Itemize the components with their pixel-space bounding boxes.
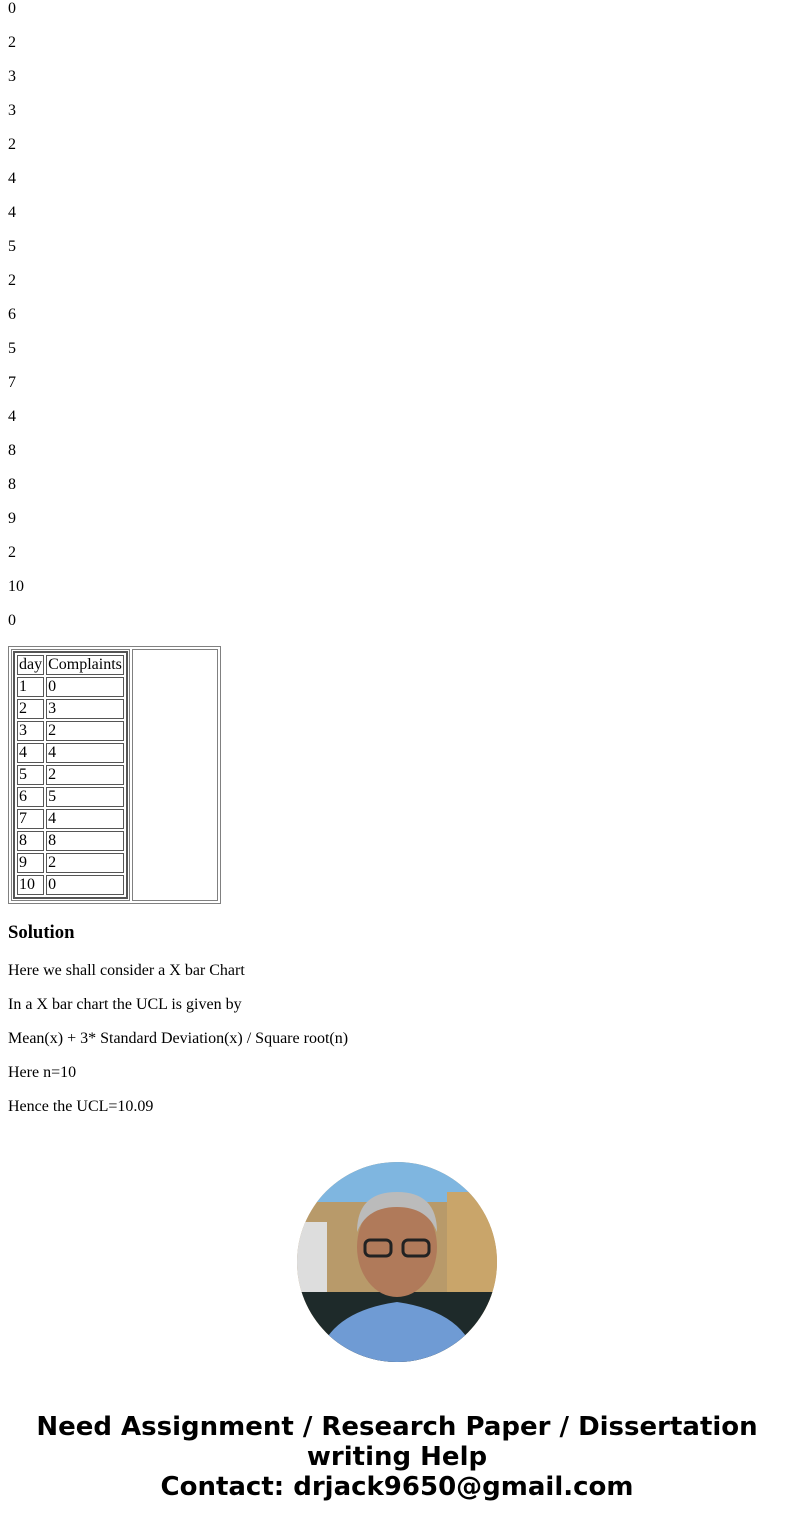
solution-paragraph: Mean(x) + 3* Standard Deviation(x) / Squ…: [8, 1030, 349, 1047]
header-day: day: [17, 655, 45, 675]
complaints-cell: 2: [46, 765, 124, 785]
data-lines: 0 2 3 3 2 4 4 5 2 6 5 7 4 8 8 9 2 10 0: [8, 0, 786, 630]
data-line: 4: [8, 204, 16, 221]
day-cell: 3: [17, 721, 45, 741]
complaints-cell: 4: [46, 809, 124, 829]
complaints-cell: 5: [46, 787, 124, 807]
data-line: 8: [8, 442, 16, 459]
day-cell: 9: [17, 853, 45, 873]
header-complaints: Complaints: [46, 655, 124, 675]
data-line: 9: [8, 510, 16, 527]
solution-section: Solution Here we shall consider a X bar …: [8, 922, 786, 1116]
day-cell: 2: [17, 699, 45, 719]
complaints-cell: 2: [46, 853, 124, 873]
complaints-cell: 4: [46, 743, 124, 763]
data-line: 2: [8, 34, 16, 51]
complaints-cell: 0: [46, 875, 124, 895]
day-cell: 10: [17, 875, 45, 895]
data-line: 0: [8, 612, 16, 629]
data-line: 4: [8, 408, 16, 425]
complaints-cell: 0: [46, 677, 124, 697]
data-line: 2: [8, 136, 16, 153]
data-line: 2: [8, 544, 16, 561]
data-line: 0: [8, 0, 16, 17]
data-line: 3: [8, 102, 16, 119]
day-cell: 5: [17, 765, 45, 785]
empty-cell: [131, 649, 218, 901]
day-cell: 6: [17, 787, 45, 807]
solution-heading: Solution: [8, 922, 75, 943]
complaints-cell: 8: [46, 831, 124, 851]
solution-paragraph: Here we shall consider a X bar Chart: [8, 962, 245, 979]
table-header-row: day Complaints: [17, 655, 124, 675]
data-line: 5: [8, 238, 16, 255]
complaints-cell: 3: [46, 699, 124, 719]
data-line: 6: [8, 306, 16, 323]
solution-paragraph: In a X bar chart the UCL is given by: [8, 996, 242, 1013]
solution-paragraph: Hence the UCL=10.09: [8, 1098, 154, 1115]
author-photo: [297, 1162, 497, 1362]
day-cell: 1: [17, 677, 45, 697]
day-cell: 4: [17, 743, 45, 763]
data-line: 7: [8, 374, 16, 391]
solution-paragraph: Here n=10: [8, 1064, 77, 1081]
data-line: 5: [8, 340, 16, 357]
data-line: 10: [8, 578, 24, 595]
footer-line2: Contact: drjack9650@gmail.com: [160, 1472, 634, 1502]
footer-line1: Need Assignment / Research Paper / Disse…: [36, 1412, 758, 1472]
day-cell: 8: [17, 831, 45, 851]
complaints-cell: 2: [46, 721, 124, 741]
data-line: 3: [8, 68, 16, 85]
day-cell: 7: [17, 809, 45, 829]
data-line: 4: [8, 170, 16, 187]
data-line: 8: [8, 476, 16, 493]
data-line: 2: [8, 272, 16, 289]
footer-contact: Need Assignment / Research Paper / Disse…: [8, 1412, 786, 1502]
